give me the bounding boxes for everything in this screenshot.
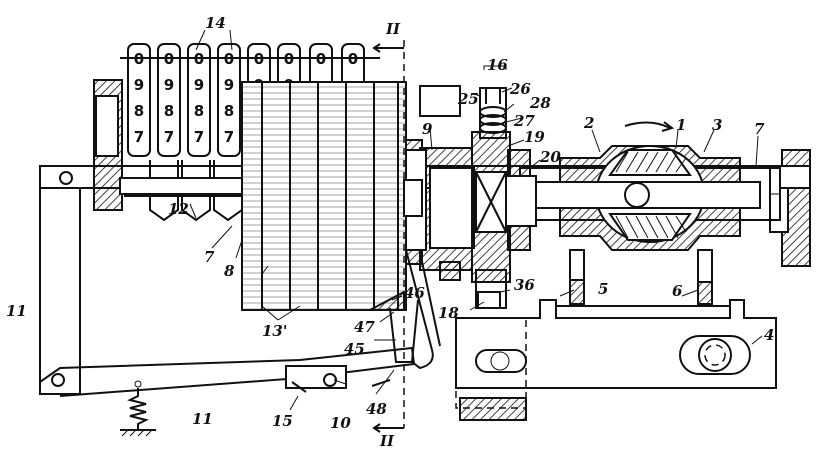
wheel-digit: 7	[194, 128, 204, 146]
wheel-digit: 8	[134, 102, 144, 120]
label-36: 36	[514, 276, 535, 294]
wheel-digit: 9	[134, 76, 144, 94]
label-46: 46	[404, 284, 425, 302]
section-line	[372, 40, 405, 433]
label-45: 45	[344, 340, 365, 358]
drum	[241, 81, 423, 311]
reference-labels: 14 II 16 25 26 28 27 9 19 20 2 1 3 7 12 …	[6, 14, 774, 450]
label-20: 20	[539, 148, 561, 166]
label-section-top: II	[385, 20, 401, 38]
label-9: 9	[422, 120, 433, 138]
label-14: 14	[205, 14, 226, 32]
wheel-digit: 8	[164, 102, 174, 120]
label-26: 26	[509, 80, 531, 98]
wheel-digit: 8	[194, 102, 204, 120]
wheel-digit: 9	[194, 76, 204, 94]
label-7-left: 7	[204, 248, 215, 266]
wheel-digit: 7	[224, 128, 234, 146]
label-section-bottom: II	[379, 432, 395, 450]
label-28: 28	[529, 94, 551, 112]
pawl-assembly	[389, 249, 441, 370]
leader-lines	[189, 29, 763, 411]
differential-gear	[529, 121, 761, 251]
spring-assembly	[479, 65, 507, 139]
return-spring	[120, 380, 156, 437]
label-48: 48	[366, 400, 387, 418]
label-18: 18	[438, 304, 459, 322]
wheel-digit: 9	[164, 76, 174, 94]
bearing-pillars	[556, 249, 730, 307]
number-wheel	[127, 43, 151, 157]
label-11-bottom: 11	[192, 410, 213, 428]
label-8: 8	[224, 262, 235, 280]
label-2: 2	[583, 114, 594, 132]
label-27: 27	[513, 112, 535, 130]
label-16: 16	[487, 56, 508, 74]
label-25: 25	[457, 90, 479, 108]
wheel-digit: 9	[224, 76, 234, 94]
label-13: 13'	[262, 322, 287, 340]
number-wheel	[217, 43, 241, 157]
label-10: 10	[330, 414, 351, 432]
label-19: 19	[524, 128, 545, 146]
label-3: 3	[712, 116, 722, 134]
label-1: 1	[676, 116, 686, 134]
wheel-digit: 8	[224, 102, 234, 120]
label-4: 4	[764, 326, 774, 344]
label-6: 6	[672, 282, 683, 300]
wheel-digit: 7	[134, 128, 144, 146]
lever-arm	[39, 166, 416, 397]
label-7-right: 7	[754, 120, 765, 138]
label-15: 15	[272, 412, 293, 430]
base-frame	[455, 299, 777, 421]
number-wheel	[157, 43, 181, 157]
label-47: 47	[354, 318, 375, 336]
label-11-top: 11	[6, 302, 27, 320]
label-12: 12	[168, 200, 189, 218]
wheel-digit: 7	[164, 128, 174, 146]
label-5: 5	[598, 280, 608, 298]
